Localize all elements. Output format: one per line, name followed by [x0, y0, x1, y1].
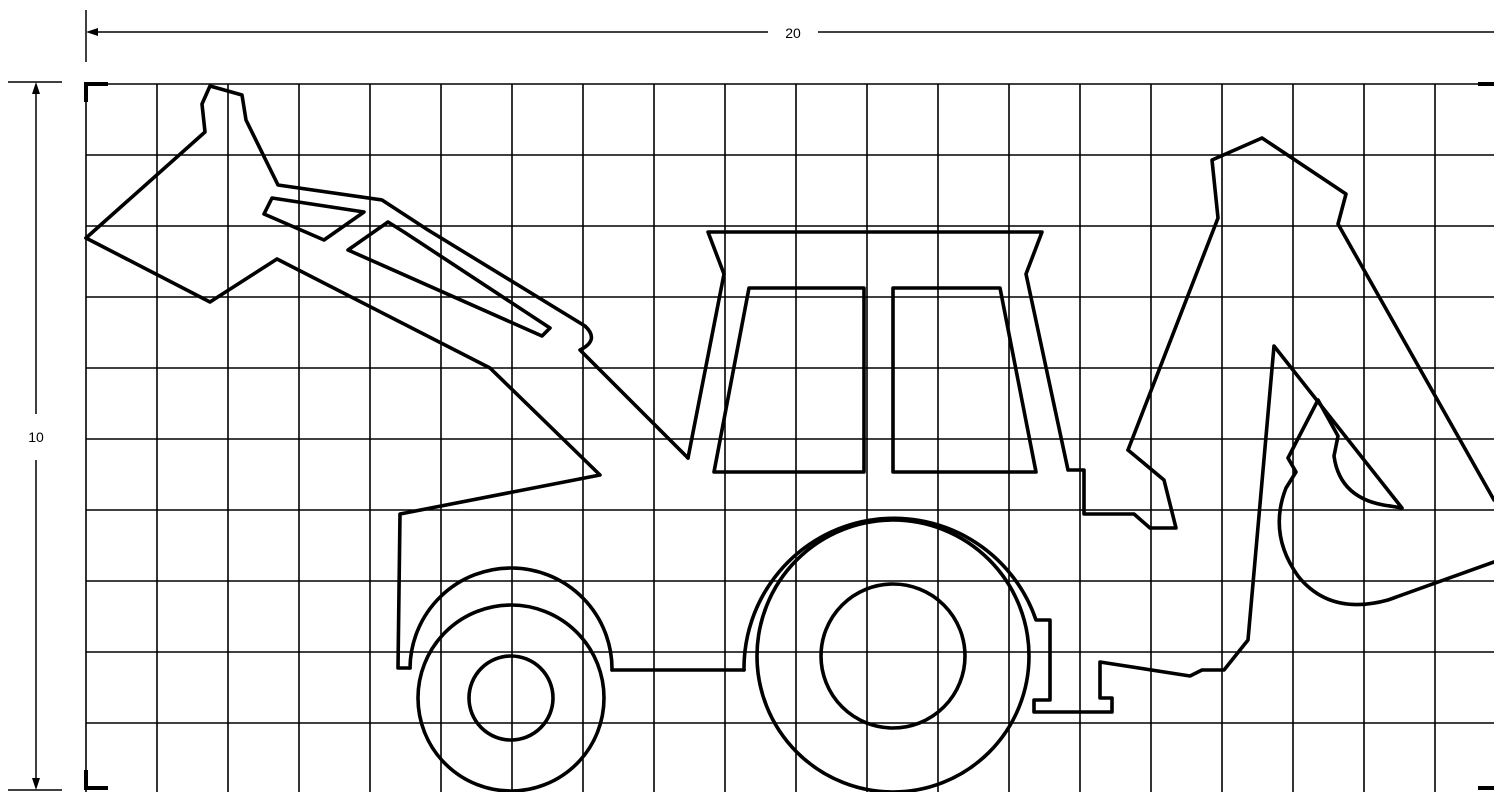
- width-arrow-left-icon: [86, 28, 98, 36]
- hydraulic-cylinder: [346, 220, 552, 338]
- front-tire: [416, 603, 606, 792]
- rear-hub: [819, 582, 967, 730]
- cab-outline: [686, 230, 1178, 530]
- rear-tire: [755, 518, 1031, 792]
- backhoe-bucket: [1277, 398, 1494, 607]
- backhoe-boom: [1126, 136, 1494, 502]
- width-label: 20: [785, 25, 801, 41]
- corner-mark-top-left: [84, 82, 108, 102]
- height-dimension: 10: [8, 81, 62, 791]
- width-dimension: 20: [85, 10, 1494, 62]
- loader-arm: [84, 236, 602, 670]
- height-label: 10: [28, 429, 44, 445]
- corner-mark-bottom-left: [84, 770, 108, 790]
- front-fender: [408, 566, 614, 672]
- bucket-link: [262, 196, 366, 242]
- corner-marks: [84, 82, 1494, 790]
- height-arrow-bottom-icon: [32, 778, 40, 790]
- rear-fender: [742, 344, 1404, 714]
- height-arrow-top-icon: [32, 82, 40, 94]
- front-hub: [467, 654, 555, 742]
- loader-bucket: [84, 84, 690, 460]
- drawing-grid: [85, 83, 1494, 792]
- cab-window-left: [712, 286, 866, 474]
- cab-window-right: [891, 286, 1038, 474]
- backhoe-loader-icon: [84, 84, 1494, 792]
